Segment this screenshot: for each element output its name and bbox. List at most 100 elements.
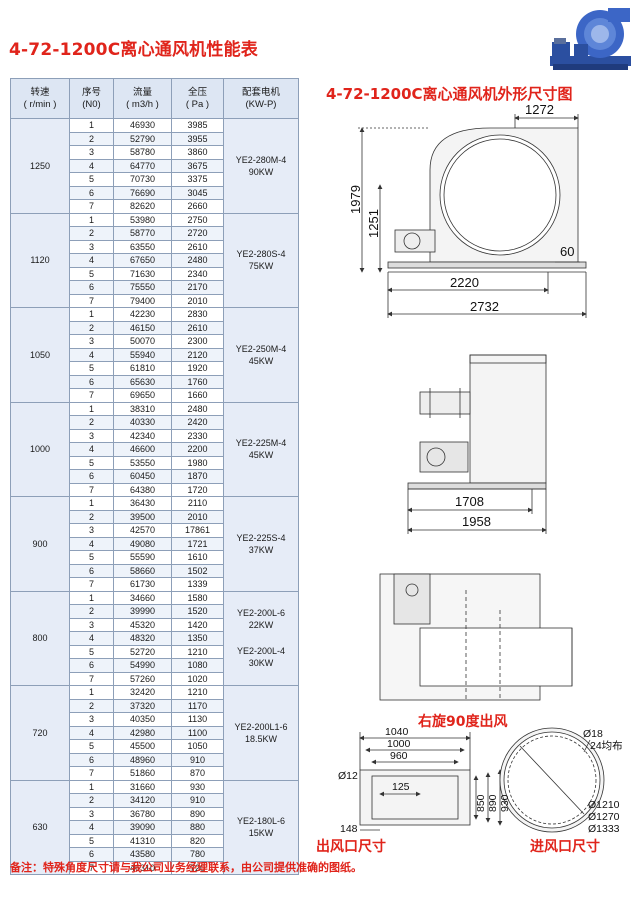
motor-model: YE2-225S-4 [236,532,286,543]
pressure-cell: 1420 [171,617,224,632]
top-view-drawing [379,573,573,701]
dim-125: 125 [392,781,410,793]
motor-power: 15KW [248,828,274,839]
pressure-cell: 2480 [171,253,224,268]
inlet-caption: 进风口尺寸 [530,839,600,855]
flow-cell: 39500 [113,509,172,524]
motor-power: 90KW [248,166,274,177]
number-cell: 6 [69,752,114,767]
motor-power: 22KW [248,620,274,631]
pressure-cell: 2330 [171,428,224,443]
dim-1040: 1040 [385,726,409,738]
header-pressure: 全压( Pa ) [171,78,224,119]
pressure-cell: 1720 [171,482,224,497]
flow-cell: 46150 [113,320,172,335]
header-speed: 转速( r/min ) [10,78,70,119]
dim-1958: 1958 [462,514,491,529]
flow-cell: 55940 [113,347,172,362]
speed-cell: 1000 [10,401,70,497]
header-motor: 配套电机(KW-P) [223,78,299,119]
rotation-caption: 右旋90度出风 [418,714,508,730]
number-cell: 4 [69,536,114,551]
performance-table: 转速( r/min ) 序号(N0) 流量( m3/h ) 全压( Pa ) 配… [10,78,299,875]
motor-model: YE2-200L-4 [236,646,286,657]
dim-phi18: Ø18 [583,728,603,740]
flow-cell: 46600 [113,442,172,457]
number-cell: 6 [69,185,114,200]
flow-cell: 65630 [113,374,172,389]
number-cell: 2 [69,226,114,241]
dim-60: 60 [560,244,574,259]
dim-850: 850 [475,794,487,812]
pressure-cell: 890 [171,806,224,821]
pressure-cell: 910 [171,752,224,767]
page-title: 4-72-1200C离心通风机性能表 [9,40,258,60]
speed-cell: 720 [10,685,70,781]
pressure-cell: 2120 [171,347,224,362]
speed-cell: 630 [10,779,70,875]
header-flow: 流量( m3/h ) [113,78,172,119]
pressure-cell: 2200 [171,442,224,457]
dim-1251: 1251 [366,209,381,238]
dim-2220: 2220 [450,275,479,290]
dim-phi1270: Ø1270 [588,811,620,823]
number-cell: 6 [69,280,114,295]
number-cell: 5 [69,361,114,376]
pressure-cell: 2830 [171,307,224,322]
motor-model: YE2-180L-6 [236,816,286,827]
number-cell: 2 [69,415,114,430]
side-view-drawing [358,114,587,318]
number-cell: 7 [69,482,114,497]
motor-power: 75KW [248,261,274,272]
dim-148: 148 [340,823,358,835]
pressure-cell: 2010 [171,293,224,308]
flow-cell: 71630 [113,266,172,281]
motor-model: YE2-200L-6 [236,608,286,619]
outlet-drawing [359,732,503,831]
pressure-cell: 1170 [171,698,224,713]
pressure-cell: 880 [171,820,224,835]
dim-1000: 1000 [387,738,411,750]
flow-cell: 69650 [113,388,172,403]
pressure-cell: 1760 [171,374,224,389]
pressure-cell: 1080 [171,658,224,673]
pressure-cell: 1870 [171,469,224,484]
dim-phi1210: Ø1210 [588,799,620,811]
inlet-drawing [499,727,605,833]
pressure-cell: 1660 [171,388,224,403]
pressure-cell: 1920 [171,361,224,376]
number-cell: 4 [69,820,114,835]
flow-cell: 67650 [113,253,172,268]
dim-1708: 1708 [455,494,484,509]
header-number: 序号(N0) [69,78,114,119]
pressure-cell: 1721 [171,536,224,551]
number-cell: 4 [69,253,114,268]
dim-1979: 1979 [348,185,363,214]
flow-cell: 34120 [113,793,172,808]
